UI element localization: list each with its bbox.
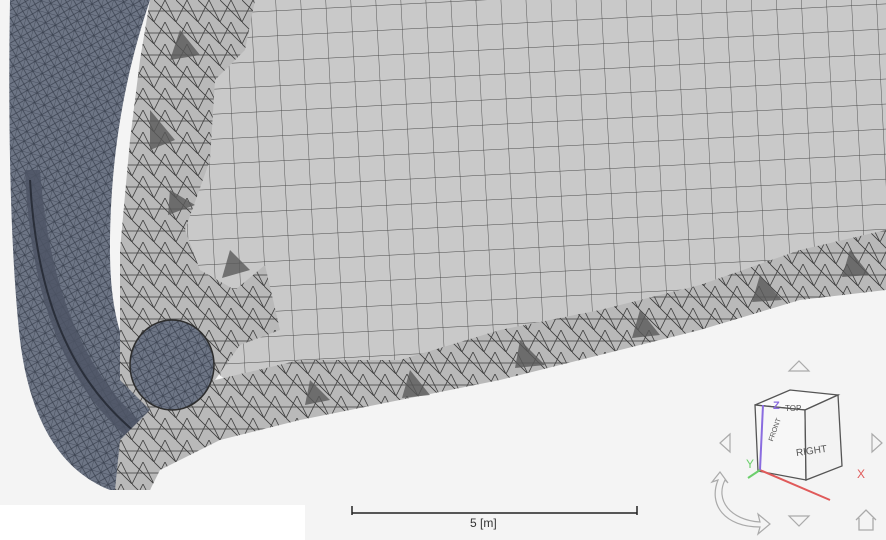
rotate-left-icon[interactable] (719, 432, 731, 454)
axis-y-label: Y (746, 457, 755, 471)
boundary-tet-mesh-left (120, 0, 280, 410)
axis-x-label: X (857, 467, 866, 481)
rotate-right-icon[interactable] (871, 432, 883, 454)
axis-z-label: Z (773, 400, 780, 412)
spherical-cavity (129, 319, 215, 411)
rotate-down-icon[interactable] (787, 515, 811, 527)
scale-bar (351, 506, 638, 515)
rotate-view-icon[interactable] (710, 471, 771, 536)
boundary-tet-mesh-bottom (115, 230, 886, 490)
cube-face-top[interactable]: TOP (785, 404, 802, 413)
rotate-up-icon[interactable] (787, 360, 811, 372)
view-cube[interactable] (747, 389, 843, 501)
scale-bar-label: 5 [m] (470, 516, 497, 530)
hull-surface-mesh (9, 0, 181, 490)
home-icon[interactable] (855, 509, 877, 531)
